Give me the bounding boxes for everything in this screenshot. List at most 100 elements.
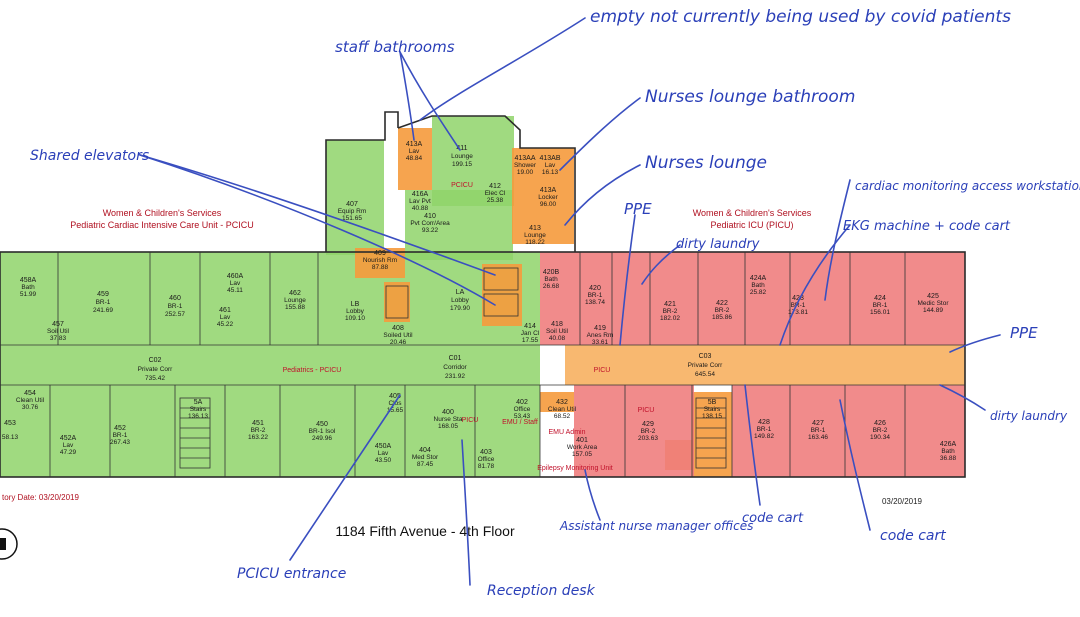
svg-text:252.57: 252.57 — [165, 311, 185, 318]
svg-text:136.13: 136.13 — [188, 413, 208, 420]
svg-text:462: 462 — [289, 290, 301, 297]
svg-text:87.88: 87.88 — [372, 264, 389, 271]
svg-text:BR-1: BR-1 — [588, 292, 603, 299]
svg-text:416A: 416A — [412, 191, 429, 198]
svg-text:401: 401 — [576, 437, 588, 444]
svg-text:424: 424 — [874, 295, 886, 302]
svg-text:413A: 413A — [540, 187, 557, 194]
svg-text:Work Area: Work Area — [567, 444, 598, 451]
svg-text:190.34: 190.34 — [870, 434, 890, 441]
svg-text:460: 460 — [169, 295, 181, 302]
svg-text:Lobby: Lobby — [346, 308, 364, 315]
note-dirty-laundry-top: dirty laundry — [676, 237, 760, 252]
svg-text:Nourish Rm: Nourish Rm — [363, 257, 397, 264]
svg-text:412: 412 — [489, 183, 501, 190]
svg-text:Lounge: Lounge — [524, 232, 546, 239]
svg-text:Office: Office — [514, 406, 531, 413]
svg-text:40.88: 40.88 — [412, 205, 429, 212]
svg-text:421: 421 — [664, 301, 676, 308]
svg-text:15.65: 15.65 — [387, 407, 404, 414]
note-reception: Reception desk — [487, 583, 596, 599]
svg-text:Private Corr: Private Corr — [138, 366, 174, 373]
svg-text:Lounge: Lounge — [284, 297, 306, 304]
svg-text:203.63: 203.63 — [638, 435, 658, 442]
svg-text:Lounge: Lounge — [451, 153, 473, 160]
emu-staff-label: EMU / Staff — [502, 419, 538, 426]
picu-lower-label-2: PICU — [462, 417, 479, 424]
svg-text:BR-2: BR-2 — [663, 308, 678, 315]
svg-text:Elec Cl: Elec Cl — [485, 190, 506, 197]
orange-zones — [355, 128, 965, 477]
svg-text:405: 405 — [389, 393, 401, 400]
svg-text:Lav: Lav — [220, 314, 231, 321]
svg-text:Jan Cl: Jan Cl — [521, 330, 540, 337]
note-staff-bathrooms: staff bathrooms — [335, 38, 455, 56]
svg-text:179.90: 179.90 — [450, 305, 470, 312]
svg-text:450A: 450A — [375, 443, 392, 450]
svg-text:BR-1: BR-1 — [168, 303, 183, 310]
svg-text:20.46: 20.46 — [390, 339, 407, 346]
svg-text:411: 411 — [456, 145, 467, 152]
svg-text:53.43: 53.43 — [514, 413, 531, 420]
svg-text:182.02: 182.02 — [660, 315, 680, 322]
svg-text:Lav: Lav — [409, 148, 420, 155]
svg-text:241.69: 241.69 — [93, 307, 113, 314]
svg-text:156.01: 156.01 — [870, 309, 890, 316]
svg-text:C03: C03 — [699, 353, 712, 360]
svg-text:25.82: 25.82 — [750, 289, 767, 296]
svg-text:BR-1: BR-1 — [811, 427, 826, 434]
note-empty: empty not currently being used by covid … — [590, 7, 1011, 27]
svg-text:403: 403 — [480, 449, 492, 456]
svg-text:459: 459 — [97, 291, 109, 298]
svg-text:BR-2: BR-2 — [641, 428, 656, 435]
svg-text:109.10: 109.10 — [345, 315, 365, 322]
svg-text:C01: C01 — [449, 355, 462, 362]
north-arrow-icon — [0, 528, 18, 560]
svg-text:81.78: 81.78 — [478, 463, 495, 470]
svg-text:144.89: 144.89 — [923, 307, 943, 314]
plan-date-left: tory Date: 03/20/2019 — [2, 493, 79, 502]
svg-text:Bath: Bath — [21, 284, 35, 291]
stairs-5b — [696, 407, 726, 459]
svg-text:Lav: Lav — [63, 442, 74, 449]
pcicu-corridor-label: Pediatrics - PCICU — [283, 367, 342, 374]
svg-text:163.46: 163.46 — [808, 434, 828, 441]
svg-text:199.15: 199.15 — [452, 161, 472, 168]
svg-text:460A: 460A — [227, 273, 244, 280]
svg-text:25.38: 25.38 — [487, 197, 504, 204]
svg-text:Stairs: Stairs — [704, 406, 721, 413]
svg-text:17.55: 17.55 — [522, 337, 539, 344]
note-pcicu-entrance: PCICU entrance — [237, 566, 346, 582]
picu-lower-label: PICU — [638, 407, 655, 414]
note-ppe-right: PPE — [1010, 324, 1038, 342]
right-unit-title-1: Women & Children's Services — [693, 208, 812, 218]
svg-text:426A: 426A — [940, 441, 957, 448]
svg-text:51.99: 51.99 — [20, 291, 37, 298]
svg-text:163.22: 163.22 — [248, 434, 268, 441]
svg-text:424A: 424A — [750, 275, 767, 282]
svg-text:BR-1: BR-1 — [96, 299, 111, 306]
svg-text:36.88: 36.88 — [940, 455, 957, 462]
left-unit-title-1: Women & Children's Services — [103, 208, 222, 218]
svg-text:45.11: 45.11 — [227, 287, 243, 294]
svg-text:LB: LB — [351, 301, 360, 308]
